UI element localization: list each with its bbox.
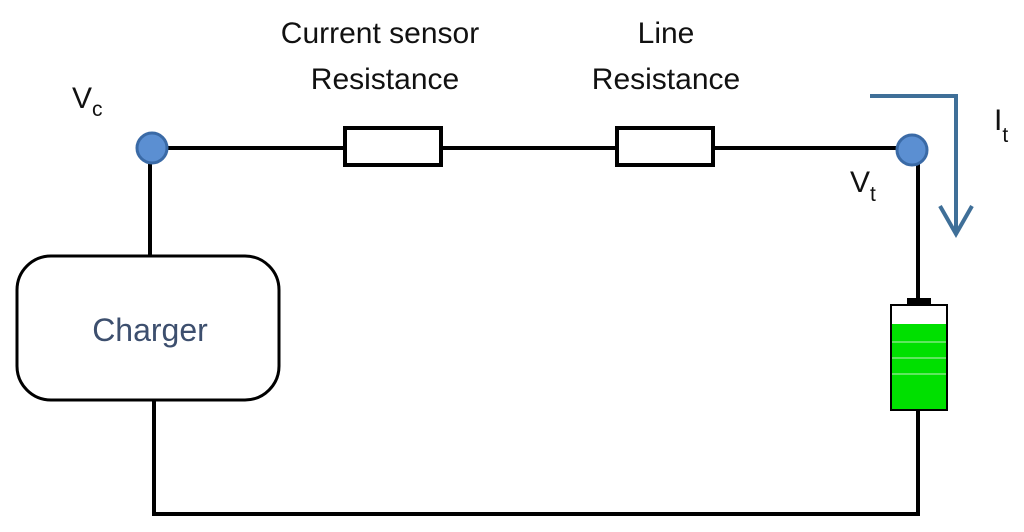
it-main: I	[994, 104, 1002, 137]
battery-charge-fill	[892, 324, 946, 409]
line-resistor	[615, 126, 715, 167]
line-resistance-label-line2: Resistance	[592, 63, 740, 96]
current-sensor-label-line1: Current sensor	[281, 17, 479, 50]
vc-sub: c	[92, 98, 103, 121]
current-sensor-resistor	[343, 126, 443, 167]
current-sensor-label-line2: Resistance	[311, 63, 459, 96]
current-arrow-shaft	[870, 94, 958, 232]
current-arrow-head	[938, 205, 974, 239]
node-vc	[135, 131, 169, 165]
vc-main: V	[72, 82, 92, 115]
battery-icon	[890, 298, 948, 411]
arrow-down-icon	[870, 94, 974, 239]
charger-box	[15, 254, 281, 402]
vt-main: V	[850, 166, 870, 199]
vc-label: Vc	[72, 82, 103, 121]
line-resistance-label-line1: Line	[638, 17, 695, 50]
wires	[148, 146, 920, 516]
vt-sub: t	[870, 183, 876, 206]
it-sub: t	[1002, 124, 1008, 147]
vt-label: Vt	[850, 166, 876, 206]
battery-terminal	[907, 298, 931, 306]
node-vt	[895, 133, 929, 167]
it-label: It	[994, 104, 1008, 147]
charger-label: Charger	[92, 312, 208, 348]
